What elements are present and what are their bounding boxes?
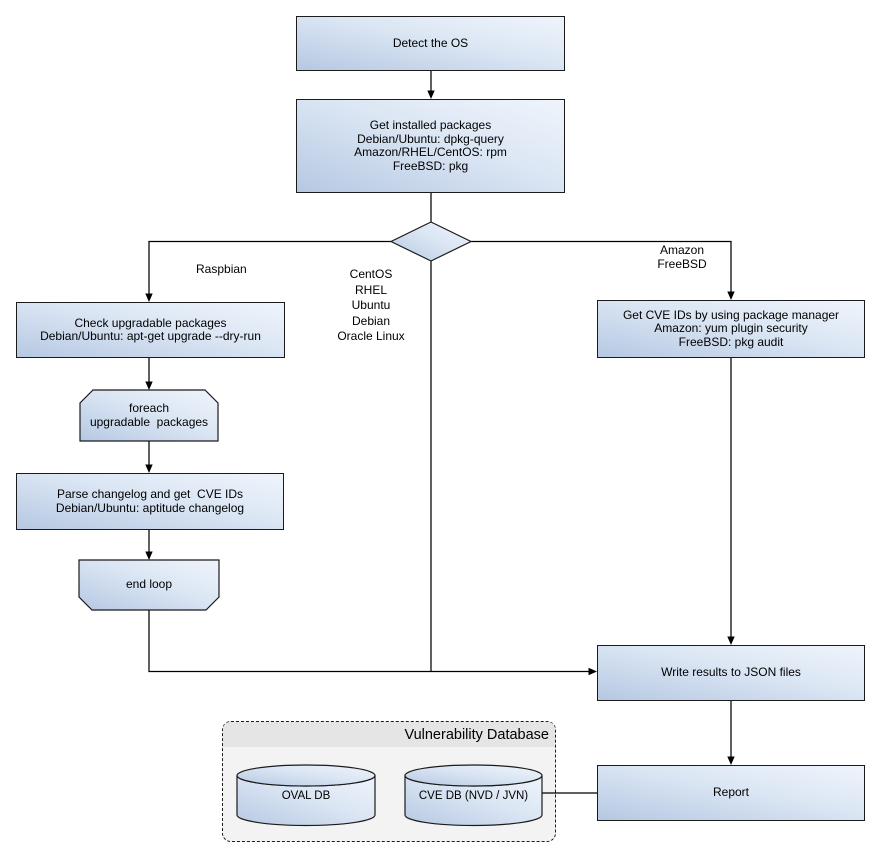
branch-label-raspbian: Raspbian <box>196 262 247 276</box>
node-get-installed-packages: Get installed packages Debian/Ubuntu: dp… <box>296 99 565 193</box>
cve-db-label: CVE DB (NVD / JVN) <box>418 790 529 802</box>
oval-db-label: OVAL DB <box>281 790 331 802</box>
end-loop-shape <box>78 559 220 611</box>
node-report: Report <box>597 765 865 821</box>
foreach-loop-shape <box>79 389 219 442</box>
node-check-upgradable-packages: Check upgradable packages Debian/Ubuntu:… <box>16 302 285 358</box>
node-detect-os: Detect the OS <box>296 16 565 71</box>
branch-label-centos-group: CentOS RHEL Ubuntu Debian Oracle Linux <box>337 267 405 343</box>
end-loop-label: end loop <box>125 577 173 592</box>
foreach-loop-label: foreach upgradable packages <box>89 401 209 429</box>
connectors <box>148 71 732 794</box>
branch-label-amazon-freebsd: Amazon FreeBSD <box>657 243 707 271</box>
node-write-json: Write results to JSON files <box>597 645 865 701</box>
node-parse-changelog: Parse changelog and get CVE IDs Debian/U… <box>16 473 284 530</box>
edge-diamond-to-getcve <box>471 240 732 293</box>
edge-diamond-to-check-upgradable <box>148 240 391 295</box>
edge-endloop-to-json <box>148 610 590 673</box>
node-get-cve-ids: Get CVE IDs by using package manager Ama… <box>597 300 865 358</box>
oval-db-cylinder-top <box>236 764 376 787</box>
arrowheads <box>145 90 735 765</box>
vulnerability-database-title: Vulnerability Database <box>223 722 555 747</box>
cve-db-cylinder-top <box>404 764 543 787</box>
decision-diamond <box>389 221 473 262</box>
